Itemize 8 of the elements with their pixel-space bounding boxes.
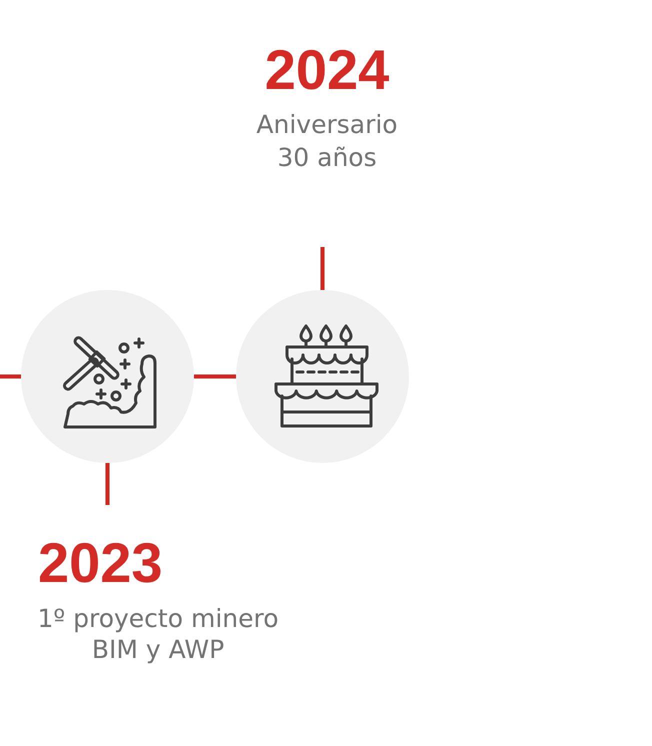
milestone-description: Aniversario 30 años [256, 109, 398, 174]
connector-line [194, 374, 236, 378]
connector-line [0, 374, 21, 378]
connector-line [106, 463, 110, 505]
year-heading: 2024 [264, 42, 390, 98]
year-heading: 2023 [38, 535, 163, 591]
milestone-description: 1º proyecto minero BIM y AWP [36, 603, 280, 665]
connector-line [320, 247, 324, 290]
